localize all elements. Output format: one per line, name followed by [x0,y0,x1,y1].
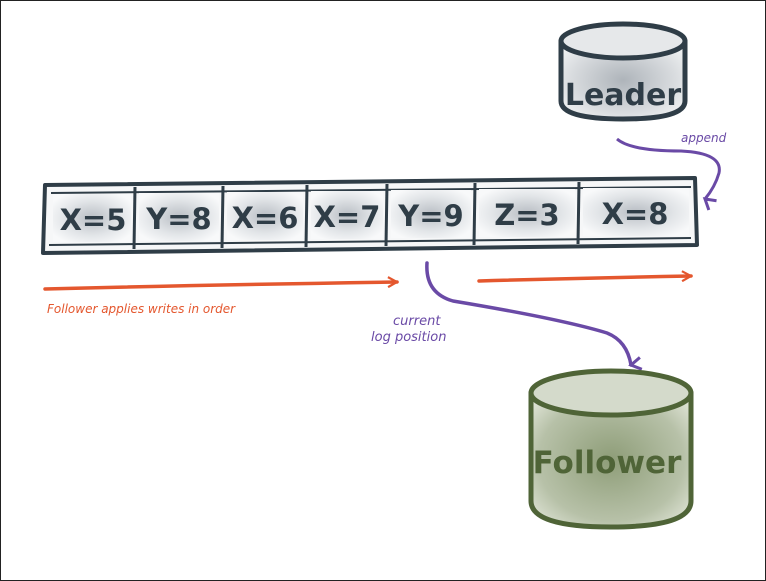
log-divider [384,183,389,247]
log-entry: X=7 [314,200,381,234]
log-cell-shade [311,191,383,239]
log-entry: Z=3 [494,198,560,232]
log-cell-shade [583,188,689,236]
leader-top [558,21,688,61]
replication-log: X=5 Y=8 X=6 X=7 Y=9 Z=3 X=8 [41,176,699,255]
log-entry: X=5 [60,203,127,237]
leader-body [558,38,688,122]
log-divider [304,184,309,248]
log-position-arrow [425,261,643,371]
log-entry: Y=9 [397,199,463,233]
log-cell-shade [479,189,575,237]
log-entry: X=8 [602,197,669,231]
log-cell-shade [227,192,303,240]
position-label-line2: log position [371,330,446,345]
append-arrow [616,137,721,211]
log-cell-shade [139,193,219,241]
log-divider [576,181,581,245]
follower-database: Follower [528,368,694,530]
follower-top [528,368,694,418]
apply-label: Follower applies writes in order [47,302,236,316]
log-divider [472,182,477,246]
applied-writes-arrow [43,282,397,291]
append-label: append [681,131,727,145]
leader-database: Leader [558,21,688,122]
position-label-line1: current [393,314,441,329]
leader-label: Leader [565,78,682,113]
follower-label: Follower [533,445,682,481]
log-divider [132,186,137,250]
log-inner-bottom [48,237,692,246]
log-entry: X=6 [232,201,299,235]
log-divider [220,185,225,249]
pending-writes-arrow [477,276,691,283]
log-entry: Y=8 [145,202,211,236]
log-cell-shade [53,194,131,242]
log-cell-shade [391,190,471,238]
follower-body [528,390,694,530]
